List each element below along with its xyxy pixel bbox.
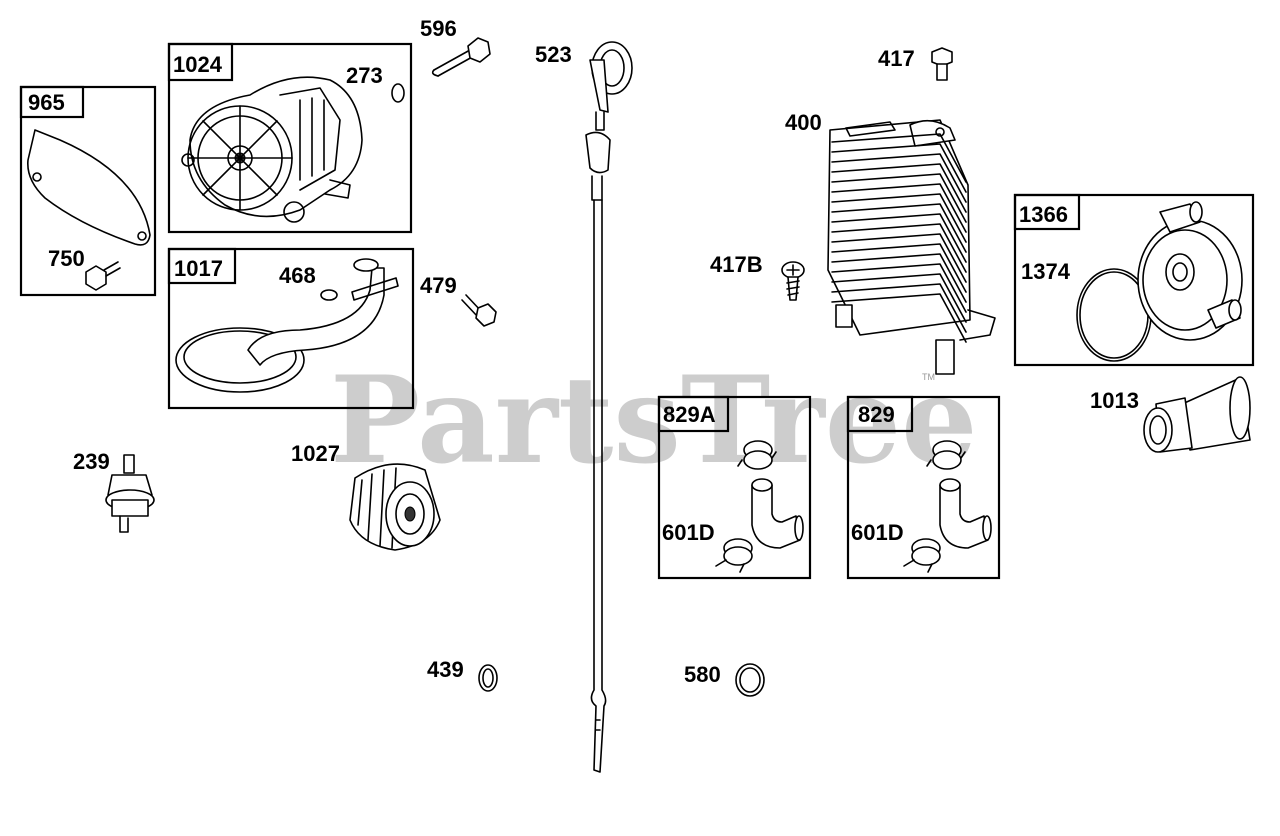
clamp-part[interactable] — [926, 440, 966, 470]
group-1024: 1024 273 — [167, 42, 413, 234]
cooler-fin — [831, 233, 967, 283]
oring-580-inner — [739, 667, 761, 693]
label-1374[interactable]: 1374 — [1021, 259, 1071, 284]
label-1366[interactable]: 1366 — [1019, 202, 1068, 227]
box-1024-tab — [167, 42, 234, 82]
label-580[interactable]: 580 — [684, 662, 721, 687]
cooler-adapter-part[interactable] — [1137, 201, 1243, 341]
watermark-text: PartsTree — [330, 350, 977, 491]
cooler-fin — [831, 133, 967, 183]
hose-part[interactable] — [939, 478, 992, 549]
box-829A-tab — [657, 395, 730, 433]
label-239[interactable]: 239 — [73, 449, 110, 474]
clamp-601D-b-part[interactable] — [903, 538, 941, 573]
cooler-fin — [831, 153, 967, 203]
screw-417B-part[interactable] — [781, 261, 805, 301]
cooler-fin — [831, 263, 967, 313]
label-750[interactable]: 750 — [48, 246, 85, 271]
group-1366: 1366 1374 — [1013, 193, 1255, 367]
bolt-479-part[interactable] — [461, 294, 497, 327]
group-829: 829 601D — [846, 395, 1001, 580]
clamp-601D-a-part[interactable] — [715, 538, 753, 573]
label-523[interactable]: 523 — [535, 42, 572, 67]
cooler-fin — [831, 243, 967, 293]
gasket-hole — [137, 231, 147, 241]
bolt-596-part[interactable] — [431, 37, 491, 77]
box-829-tab — [846, 395, 914, 433]
box-1024 — [167, 42, 413, 234]
label-468[interactable]: 468 — [279, 263, 316, 288]
screw-417-part[interactable] — [931, 47, 953, 81]
label-417B[interactable]: 417B — [710, 252, 763, 277]
cooler-fin — [831, 223, 967, 273]
box-1366-tab — [1013, 193, 1081, 231]
label-273[interactable]: 273 — [346, 63, 383, 88]
box-829A — [657, 395, 812, 580]
label-1013[interactable]: 1013 — [1090, 388, 1139, 413]
cooler-fin — [831, 293, 967, 343]
cooler-fin — [831, 163, 967, 213]
oring-468-part[interactable] — [320, 289, 338, 301]
oil-filter-part[interactable] — [349, 463, 441, 551]
cooler-fin — [831, 203, 967, 253]
oring-273-part[interactable] — [391, 83, 405, 103]
dipstick-part[interactable] — [585, 41, 633, 773]
pickup-tube-part[interactable] — [175, 258, 399, 393]
box-829 — [846, 395, 1001, 580]
trademark-mark: TM — [922, 372, 935, 382]
cooler-fin — [831, 283, 967, 333]
group-829A: 829A 601D — [657, 395, 812, 580]
label-829[interactable]: 829 — [858, 402, 895, 427]
label-596[interactable]: 596 — [420, 16, 457, 41]
label-1024[interactable]: 1024 — [173, 52, 223, 77]
cooler-fin — [831, 193, 967, 243]
oring-439-inner — [482, 668, 494, 688]
cooler-fin — [831, 273, 967, 323]
label-400[interactable]: 400 — [785, 110, 822, 135]
gasket-part[interactable] — [27, 129, 151, 246]
label-601D-b[interactable]: 601D — [851, 520, 904, 545]
gasket-hole — [32, 172, 42, 182]
cooler-fin — [831, 173, 967, 223]
box-965-tab — [19, 85, 85, 119]
label-1027[interactable]: 1027 — [291, 441, 340, 466]
label-417[interactable]: 417 — [878, 46, 915, 71]
cooler-fin — [831, 253, 967, 303]
group-965: 965 750 — [19, 85, 157, 297]
label-965[interactable]: 965 — [28, 90, 65, 115]
label-1017[interactable]: 1017 — [174, 256, 223, 281]
box-1366 — [1013, 193, 1255, 367]
bolt-750-part[interactable] — [85, 261, 121, 291]
cooler-fin — [831, 213, 967, 263]
box-1017 — [167, 247, 415, 410]
box-965 — [19, 85, 157, 297]
cooler-fin — [831, 143, 967, 193]
oring-580-part[interactable] — [735, 663, 765, 697]
label-601D-a[interactable]: 601D — [662, 520, 715, 545]
label-439[interactable]: 439 — [427, 657, 464, 682]
box-1017-tab — [167, 247, 237, 285]
oil-pump-part[interactable] — [181, 76, 363, 223]
pressure-switch-part[interactable] — [105, 454, 155, 533]
group-1017: 1017 468 — [167, 247, 415, 410]
cooler-fin — [831, 183, 967, 233]
label-829A[interactable]: 829A — [663, 402, 716, 427]
label-479[interactable]: 479 — [420, 273, 457, 298]
clamp-part[interactable] — [737, 440, 777, 470]
oil-cooler-part[interactable] — [827, 119, 996, 375]
oring-439-part[interactable] — [478, 664, 498, 692]
fitting-1013-part[interactable] — [1143, 376, 1251, 453]
hose-part[interactable] — [751, 478, 804, 549]
